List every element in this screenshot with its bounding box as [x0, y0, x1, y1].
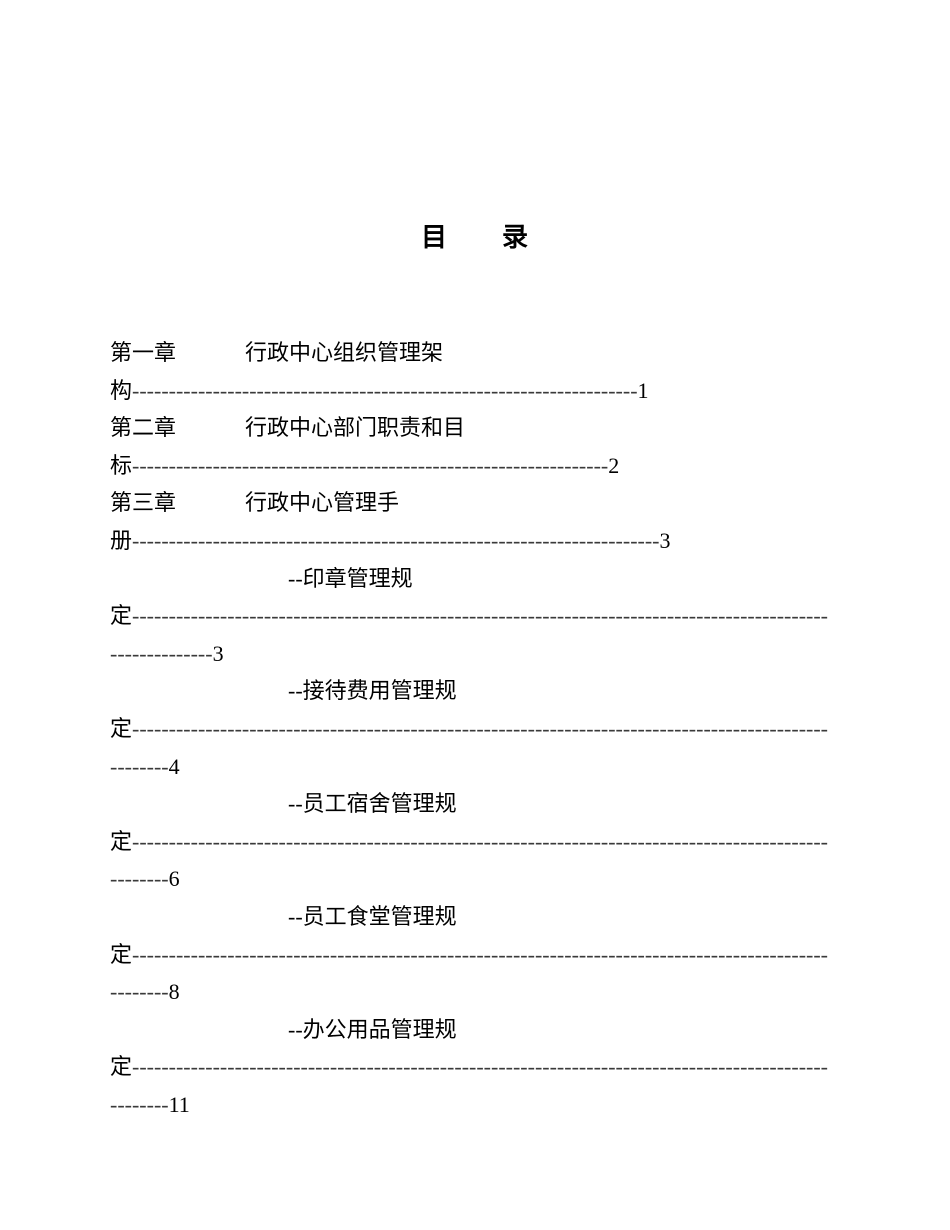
- sub-entry-text: --员工食堂管理规: [288, 903, 457, 929]
- leader-dashes: ----------------------------------------…: [132, 715, 829, 741]
- toc-line-continuation: 册---------------------------------------…: [110, 522, 910, 560]
- wrapped-text: 标: [110, 452, 133, 478]
- toc-line-continuation: 定---------------------------------------…: [110, 597, 910, 635]
- toc-line-continuation: --------6: [110, 860, 910, 898]
- toc-line-continuation: 构---------------------------------------…: [110, 372, 910, 410]
- leader-dashes: ----------------------------------------…: [132, 377, 638, 403]
- chapter-title: 行政中心管理手: [245, 490, 400, 516]
- wrapped-text: 定: [110, 715, 133, 741]
- wrapped-text: 构: [110, 377, 133, 403]
- toc-line-continuation: --------8: [110, 973, 910, 1011]
- leader-dashes: ----------------------------------------…: [132, 1054, 829, 1080]
- toc-line-continuation: --------11: [110, 1086, 910, 1124]
- wrapped-text: 定: [110, 603, 133, 629]
- leader-dashes: --------: [110, 866, 169, 892]
- page-number: 3: [659, 527, 671, 553]
- toc-line-sub-entry-seal: --印章管理规: [110, 560, 910, 598]
- toc-line-continuation: --------------3: [110, 635, 910, 673]
- table-of-contents: 第一章行政中心组织管理架 构--------------------------…: [0, 334, 950, 1123]
- sub-entry-text: --办公用品管理规: [288, 1016, 457, 1042]
- leader-dashes: --------: [110, 753, 169, 779]
- page-number: 6: [168, 866, 180, 892]
- page-number: 4: [168, 753, 180, 779]
- chapter-number: 第一章: [110, 340, 177, 365]
- toc-line-continuation: 定---------------------------------------…: [110, 1048, 910, 1086]
- chapter-number: 第三章: [110, 490, 177, 516]
- leader-dashes: ----------------------------------------…: [132, 527, 660, 553]
- leader-dashes: --------------: [110, 640, 213, 666]
- chapter-title: 行政中心组织管理架: [245, 340, 444, 365]
- toc-line-sub-entry-canteen: --员工食堂管理规: [110, 898, 910, 936]
- chapter-title: 行政中心部门职责和目: [245, 415, 466, 441]
- toc-line-sub-entry-reception: --接待费用管理规: [110, 672, 910, 710]
- page-number: 8: [168, 979, 180, 1005]
- toc-line-continuation: 定---------------------------------------…: [110, 823, 910, 861]
- page-number: 1: [637, 377, 649, 403]
- wrapped-text: 定: [110, 941, 133, 967]
- page-number: 11: [168, 1091, 190, 1117]
- leader-dashes: ----------------------------------------…: [132, 452, 609, 478]
- toc-line-chapter-3: 第三章 行政中心管理手: [110, 484, 910, 522]
- page-number: 2: [608, 452, 620, 478]
- toc-line-continuation: 定---------------------------------------…: [110, 710, 910, 748]
- toc-line-chapter-2: 第二章 行政中心部门职责和目: [110, 409, 910, 447]
- sub-entry-text: --印章管理规: [288, 565, 413, 591]
- page-number: 3: [212, 640, 224, 666]
- leader-dashes: --------: [110, 979, 169, 1005]
- toc-line-chapter-1: 第一章 行政中心组织管理架: [110, 334, 910, 372]
- wrapped-text: 册: [110, 527, 133, 553]
- wrapped-text: 定: [110, 1054, 133, 1080]
- wrapped-text: 定: [110, 828, 133, 854]
- page-title: 目 录: [420, 223, 529, 252]
- sub-entry-text: --接待费用管理规: [288, 678, 457, 704]
- leader-dashes: ----------------------------------------…: [132, 828, 829, 854]
- toc-line-continuation: 标---------------------------------------…: [110, 447, 910, 485]
- sub-entry-text: --员工宿舍管理规: [288, 791, 457, 817]
- leader-dashes: ----------------------------------------…: [132, 941, 829, 967]
- toc-line-sub-entry-dormitory: --员工宿舍管理规: [110, 785, 910, 823]
- toc-line-continuation: --------4: [110, 748, 910, 786]
- toc-line-continuation: 定---------------------------------------…: [110, 936, 910, 974]
- chapter-number: 第二章: [110, 415, 177, 441]
- leader-dashes: ----------------------------------------…: [132, 603, 829, 629]
- leader-dashes: --------: [110, 1091, 169, 1117]
- toc-line-sub-entry-office-supplies: --办公用品管理规: [110, 1011, 910, 1049]
